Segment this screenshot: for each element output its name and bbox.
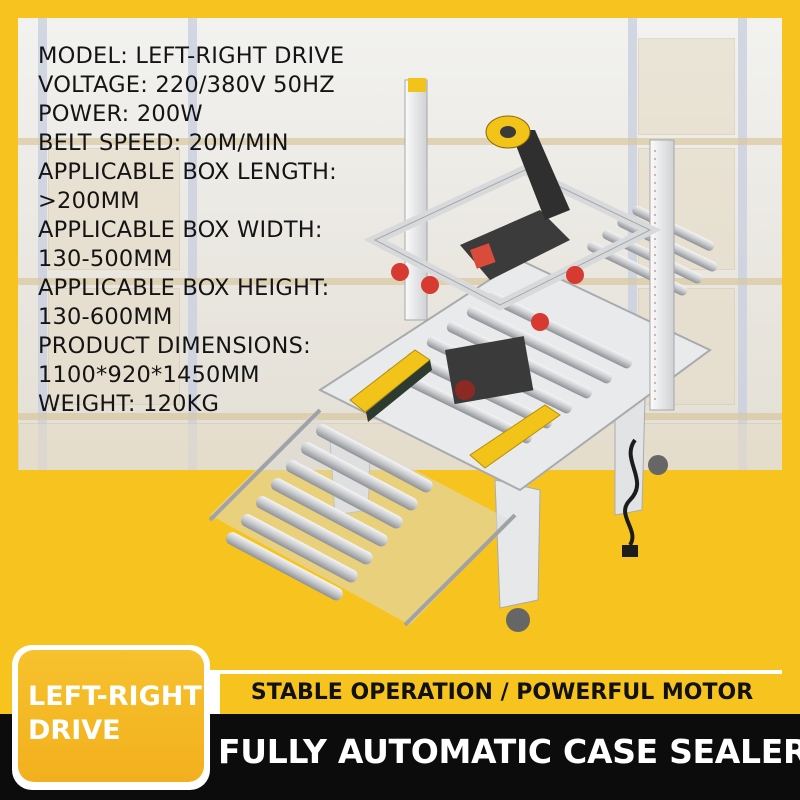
shelf-beam <box>18 138 782 145</box>
spec-line: POWER: 200W <box>38 101 203 127</box>
spec-line: BELT SPEED: 20M/MIN <box>38 130 289 156</box>
shelf-beam <box>18 278 782 285</box>
spec-line: >200MM <box>38 188 140 214</box>
spec-line: 130-500MM <box>38 246 173 272</box>
badge-line-1: LEFT-RIGHT <box>28 681 202 712</box>
badge-line-2: DRIVE <box>28 715 121 746</box>
spec-list: MODEL: LEFT-RIGHT DRIVE VOLTAGE: 220/380… <box>38 42 344 419</box>
spec-line: 1100*920*1450MM <box>38 362 260 388</box>
spec-line: 130-600MM <box>38 304 173 330</box>
shelf-post <box>188 18 197 470</box>
case-sealer-machine-image <box>208 78 718 632</box>
spec-line: APPLICABLE BOX WIDTH: <box>38 217 323 243</box>
spec-line: APPLICABLE BOX LENGTH: <box>38 159 337 185</box>
drive-badge-text: LEFT-RIGHT DRIVE <box>28 680 204 748</box>
spec-line: APPLICABLE BOX HEIGHT: <box>38 275 330 301</box>
spec-line: PRODUCT DIMENSIONS: <box>38 333 311 359</box>
yellow-frame-top <box>0 0 800 18</box>
product-title: FULLY AUTOMATIC CASE SEALER <box>218 732 800 771</box>
tagline: STABLE OPERATION / POWERFUL MOTOR <box>250 680 754 705</box>
spec-line: WEIGHT: 120KG <box>38 391 220 417</box>
box-stack <box>48 288 180 405</box>
spec-line: MODEL: LEFT-RIGHT DRIVE <box>38 43 345 69</box>
spec-line: VOLTAGE: 220/380V 50HZ <box>38 72 335 98</box>
yellow-frame-right <box>782 0 800 800</box>
box-stack <box>48 148 180 270</box>
shelf-post <box>738 18 747 470</box>
drive-badge <box>18 650 204 782</box>
shelf-post <box>38 18 47 470</box>
box-stack <box>638 38 735 135</box>
tagline-bar <box>220 674 782 714</box>
